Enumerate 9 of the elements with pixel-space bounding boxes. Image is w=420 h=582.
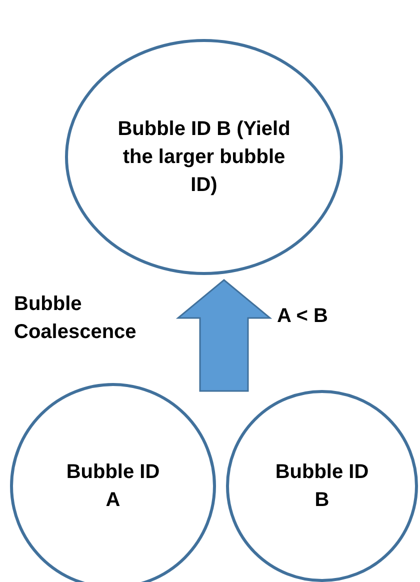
bubble-circle xyxy=(226,390,418,582)
bubble-circle xyxy=(10,383,216,582)
bubble-label: Bubble ID B (Yield the larger bubble ID) xyxy=(116,117,292,198)
bubble-circle xyxy=(65,39,343,275)
annotation-text: Bubble Coalescence xyxy=(14,292,138,345)
annotation-text: A < B xyxy=(277,304,329,329)
block-arrow xyxy=(176,279,272,392)
bubble-label: Bubble ID B xyxy=(274,460,370,513)
bubble-label: Bubble ID A xyxy=(65,460,161,513)
